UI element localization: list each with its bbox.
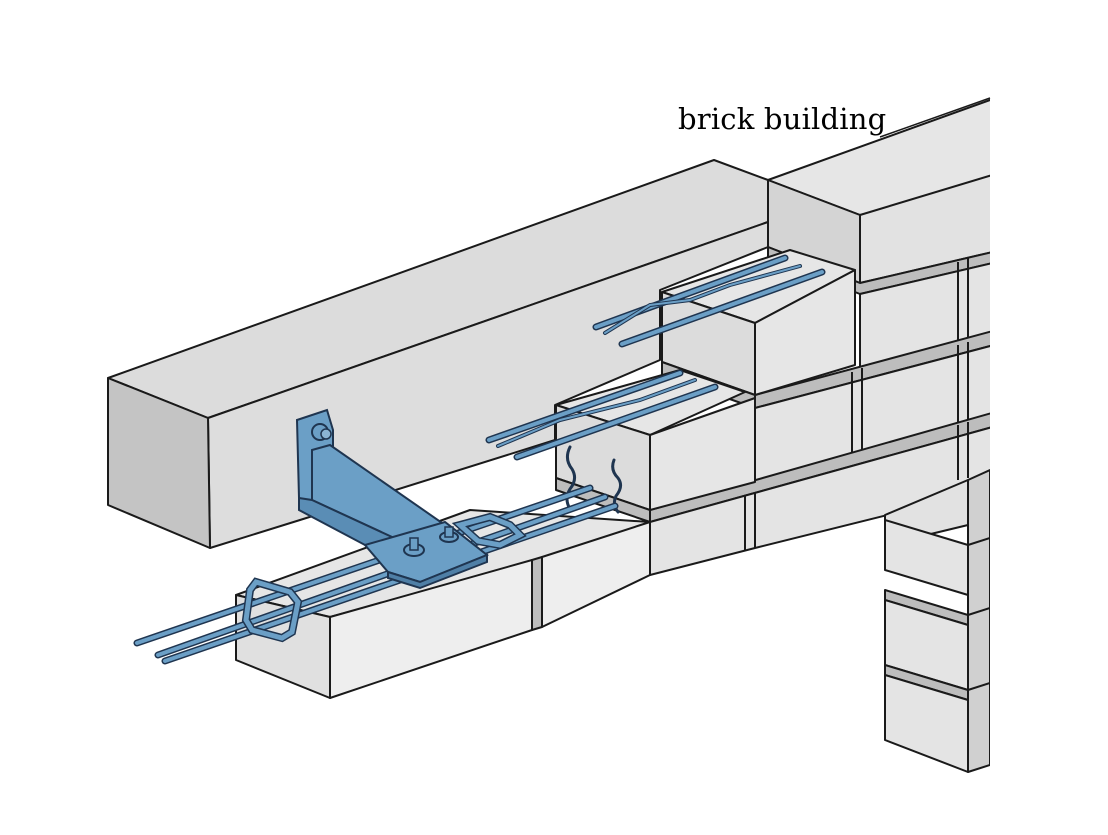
label-leader-line [879, 97, 991, 138]
brick-pier [884, 469, 990, 773]
pier-side [967, 469, 990, 773]
wall-tie-assembly [133, 254, 826, 665]
beam-end [107, 377, 211, 549]
bracket-base-edge [387, 553, 488, 590]
brick-building-label: brick building [678, 102, 887, 136]
front-brick-2 [541, 521, 651, 628]
support-bracket [295, 408, 489, 590]
wall-tie-lower [133, 484, 619, 665]
wall-tie-upper [592, 254, 826, 348]
front-brick-joint [531, 556, 543, 631]
